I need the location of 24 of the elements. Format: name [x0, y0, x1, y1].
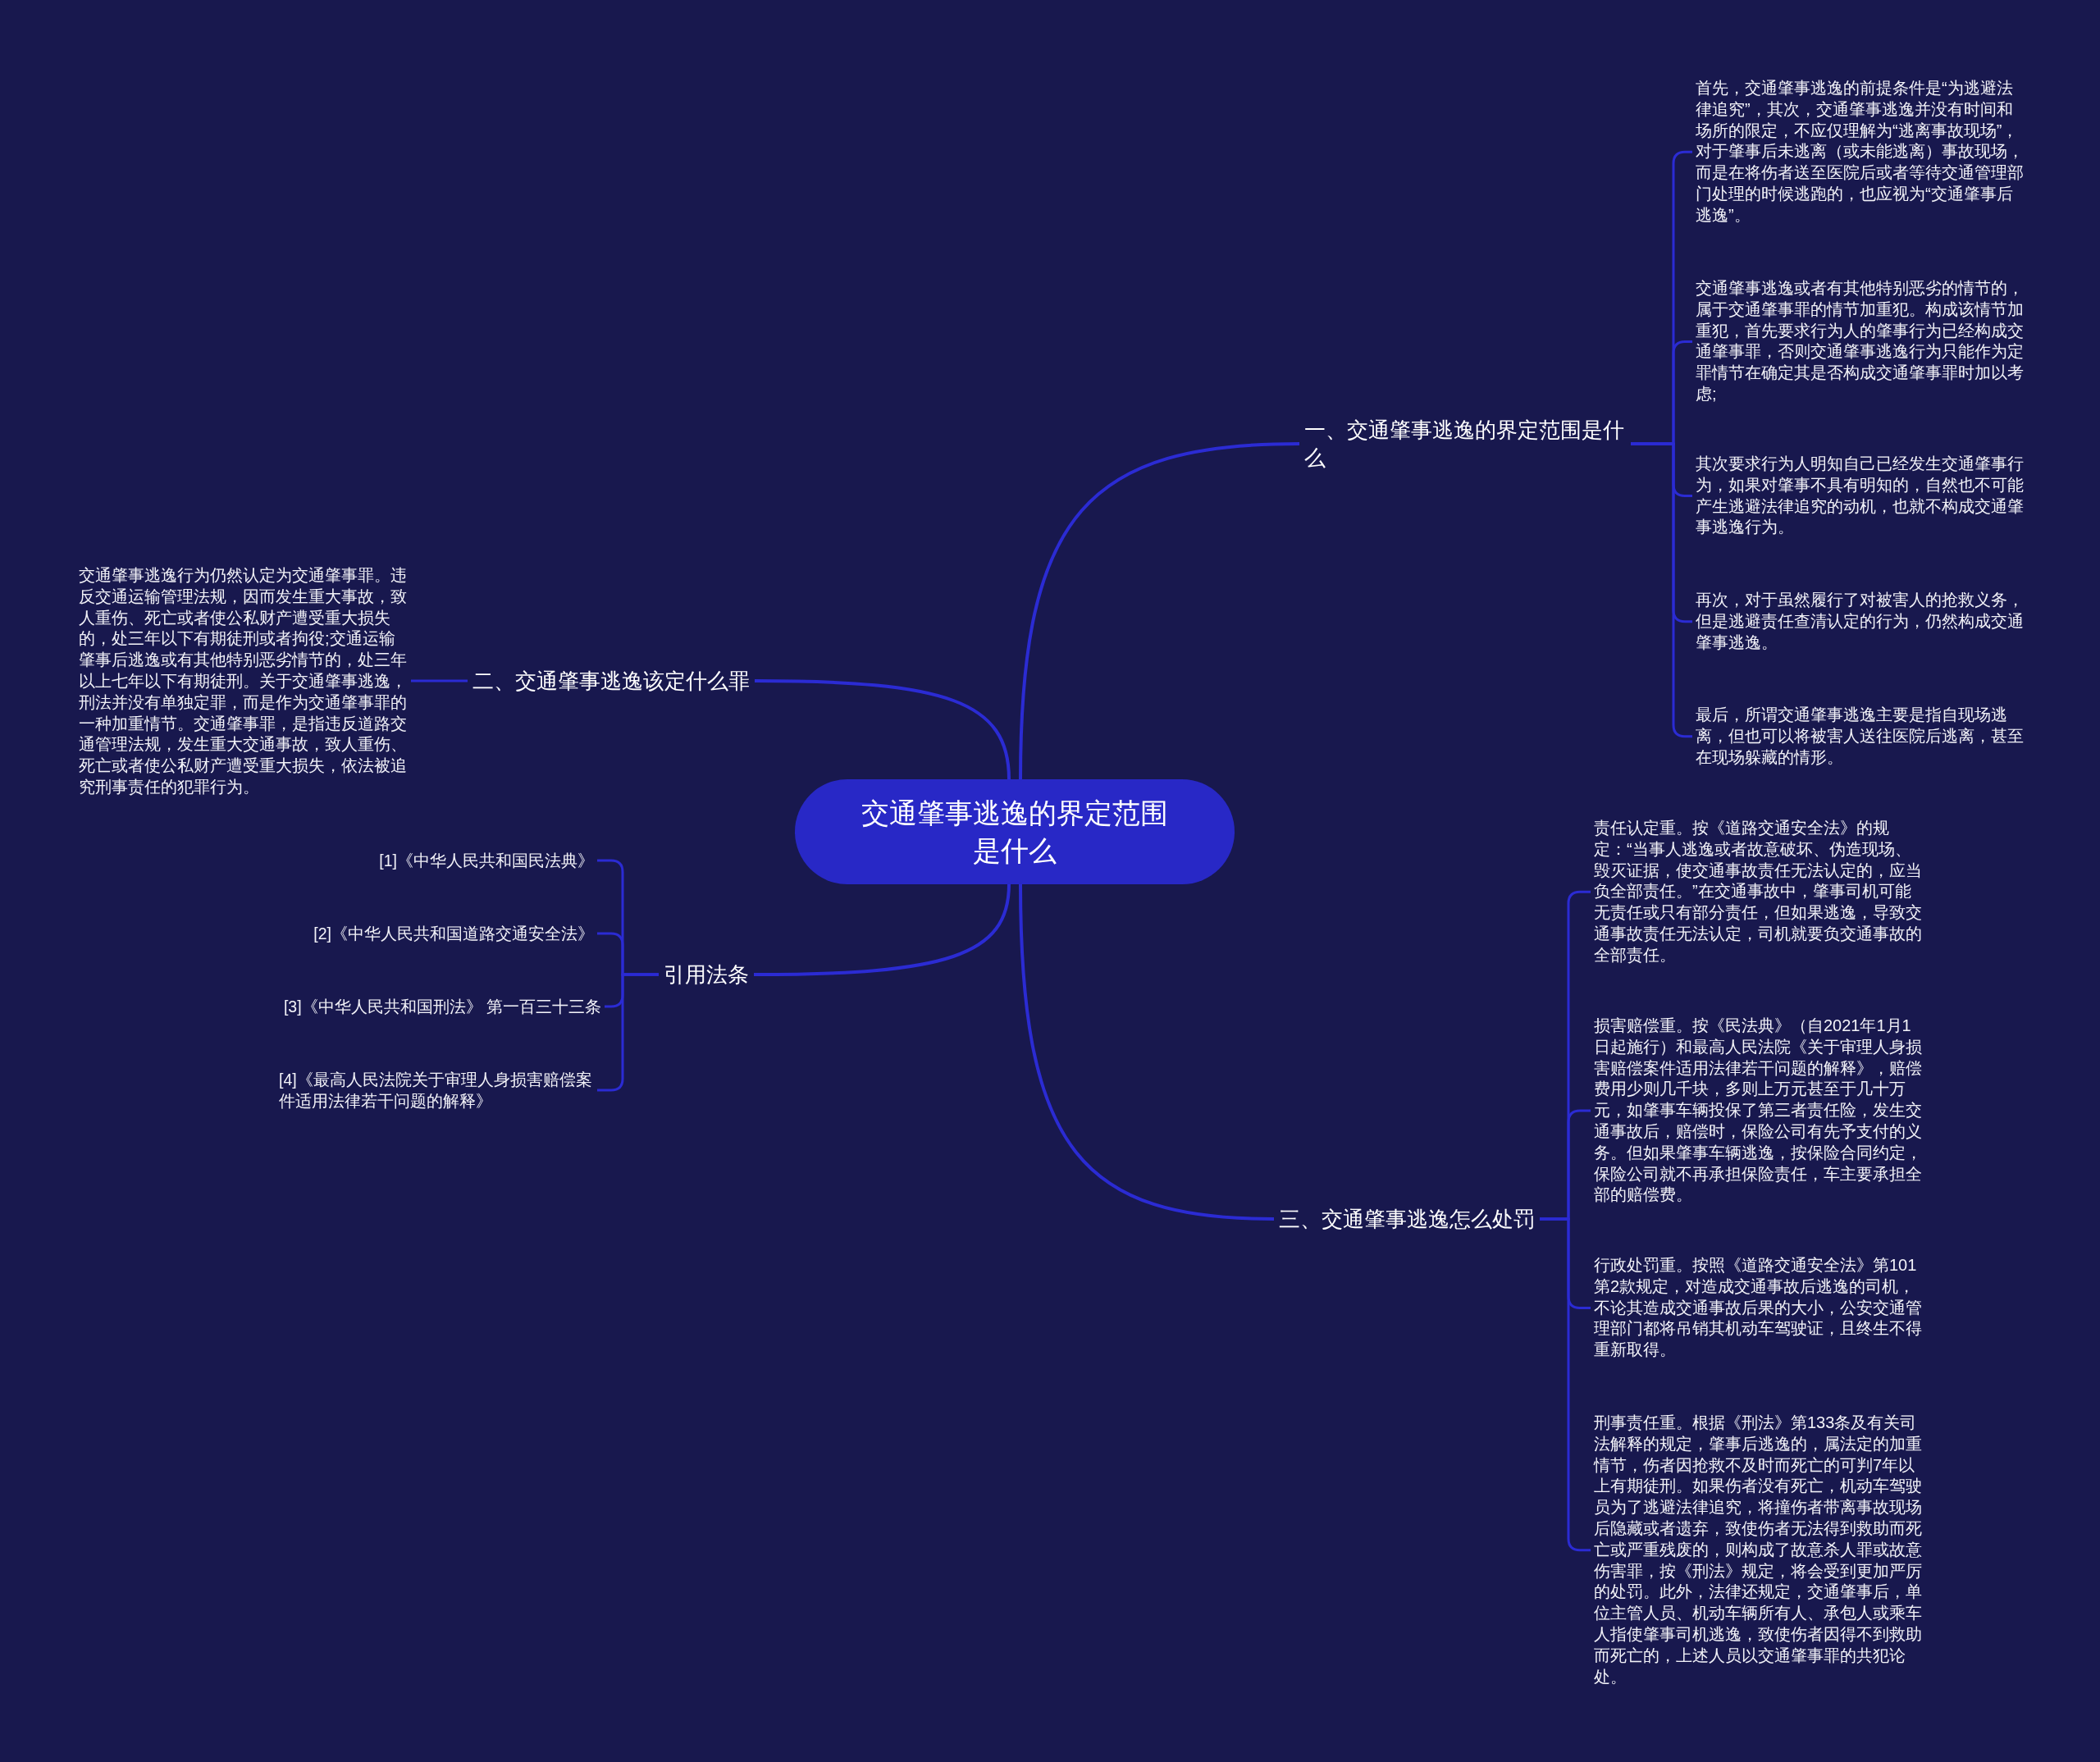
connector-line [1019, 442, 1300, 780]
note-paragraph: 最后，所谓交通肇事逃逸主要是指自现场逃离，但也可以将被害人送往医院后逃离，甚至在现场躲藏的情形。 [1692, 701, 2028, 772]
connector-line [754, 679, 1011, 780]
topic-pill: 交通肇事逃逸的界定范围是什么 [795, 779, 1235, 884]
note-paragraph: 刑事责任重。根据《刑法》第133条及有关司法解释的规定，肇事后逃逸的，属法定的加重情节，伤者因抢救不及时而死亡的可判7年以上有期徒刑。如果伤者没有死亡，机动车驾驶员为了逃避法律追究，将撞伤者带离事故现场后隐藏或者遗弃，致使伤者无法得到救助而死亡或严重残废的，则构成了故意杀人罪或故意伤害罪，按《刑法》规定，将会受到更加严厉的处罚。此外，法律还规定，交通肇事后，单位主管人员、机动车辆所有人、承包人或乘车人指使肇事司机逃逸，致使伤者因得不到救助而死亡的，上述人员以交通肇事罪的共犯论处。 [1591, 1409, 1926, 1691]
reference-entry: [2]《中华人民共和国道路交通安全法》 [310, 920, 597, 947]
note-paragraph: 首先，交通肇事逃逸的前提条件是“为逃避法律追究”，其次，交通肇事逃逸并没有时间和场所的限定，不应仅理解为“逃离事故现场”，对于肇事后未逃离（或未能逃离）事故现场，而是在将伤者送至医院后或者等待交通管理部门处理的时候逃跑的，也应视为“交通肇事后逃逸”。 [1692, 75, 2028, 230]
note-paragraph: 交通肇事逃逸行为仍然认定为交通肇事罪。违反交通运输管理法规，因而发生重大事故，致人重伤、死亡或者使公私财产遭受重大损失的，处三年以下有期徒刑或者拘役;交通运输肇事后逃逸或有其他特别恶劣情节的，处三年以上七年以下有期徒刑。关于交通肇事逃逸，刑法并没有单独定罪，而是作为交通肇事罪的一种加重情节。交通肇事罪，是指违反道路交通管理法规，发生重大交通事故，致人重伤、死亡或者使公私财产遭受重大损失，依法被追究刑事责任的犯罪行为。 [75, 562, 411, 801]
reference-entry: [1]《中华人民共和国民法典》 [376, 847, 597, 874]
reference-entry: [4]《最高人民法院关于审理人身损害赔偿案件适用法律若干问题的解释》 [276, 1066, 597, 1115]
branch-label: 二、交通肇事逃逸该定什么罪 [468, 662, 755, 700]
reference-entry: [3]《中华人民共和国刑法》 第一百三十三条 [280, 993, 605, 1020]
note-paragraph: 行政处罚重。按照《道路交通安全法》第101第2款规定，对造成交通事故后逃逸的司机，不论其造成交通事故后果的大小，公安交通管理部门都将吊销其机动车驾驶证，且终生不得重新取得。 [1591, 1252, 1926, 1364]
connector-line [754, 883, 1011, 976]
note-paragraph: 责任认定重。按《道路交通安全法》的规定：“当事人逃逸或者故意破坏、伪造现场、毁灭证据，使交通事故责任无法认定的，应当负全部责任。”在交通事故中，肇事司机可能无责任或只有部分责任，但如果逃逸，导致交通事故责任无法认定，司机就要负交通事故的全部责任。 [1591, 815, 1926, 970]
note-paragraph: 交通肇事逃逸或者有其他特别恶劣的情节的，属于交通肇事罪的情节加重犯。构成该情节加重犯，首先要求行为人的肇事行为已经构成交通肇事罪，否则交通肇事逃逸行为只能作为定罪情节在确定其是否构成交通肇事罪时加以考虑; [1692, 275, 2028, 409]
note-paragraph: 再次，对于虽然履行了对被害人的抢救义务，但是逃避责任查清认定的行为，仍然构成交通肇事逃逸。 [1692, 587, 2028, 657]
connector-line [1019, 883, 1275, 1221]
branch-label: 引用法条 [659, 956, 754, 993]
connector-line [411, 679, 468, 682]
note-paragraph: 其次要求行为人明知自己已经发生交通肇事行为，如果对肇事不具有明知的，自然也不可能产生逃避法律追究的动机，也就不构成交通肇事逃逸行为。 [1692, 450, 2028, 542]
note-paragraph: 损害赔偿重。按《民法典》（自2021年1月1日起施行）和最高人民法院《关于审理人身损害赔偿案件适用法律若干问题的解释》，赔偿费用少则几千块，多则上万元甚至于几十万元，如肇事车辆投保了第三者责任险，发生交通事故后，赔偿时，保险公司有先予支付的义务。但如果肇事车辆逃逸，按保险合同约定，保险公司就不再承担保险责任，车主要承担全部的赔偿费。 [1591, 1012, 1926, 1210]
branch-label: 三、交通肇事逃逸怎么处罚 [1274, 1200, 1540, 1238]
branch-label: 一、交通肇事逃逸的界定范围是什么 [1299, 411, 1631, 477]
